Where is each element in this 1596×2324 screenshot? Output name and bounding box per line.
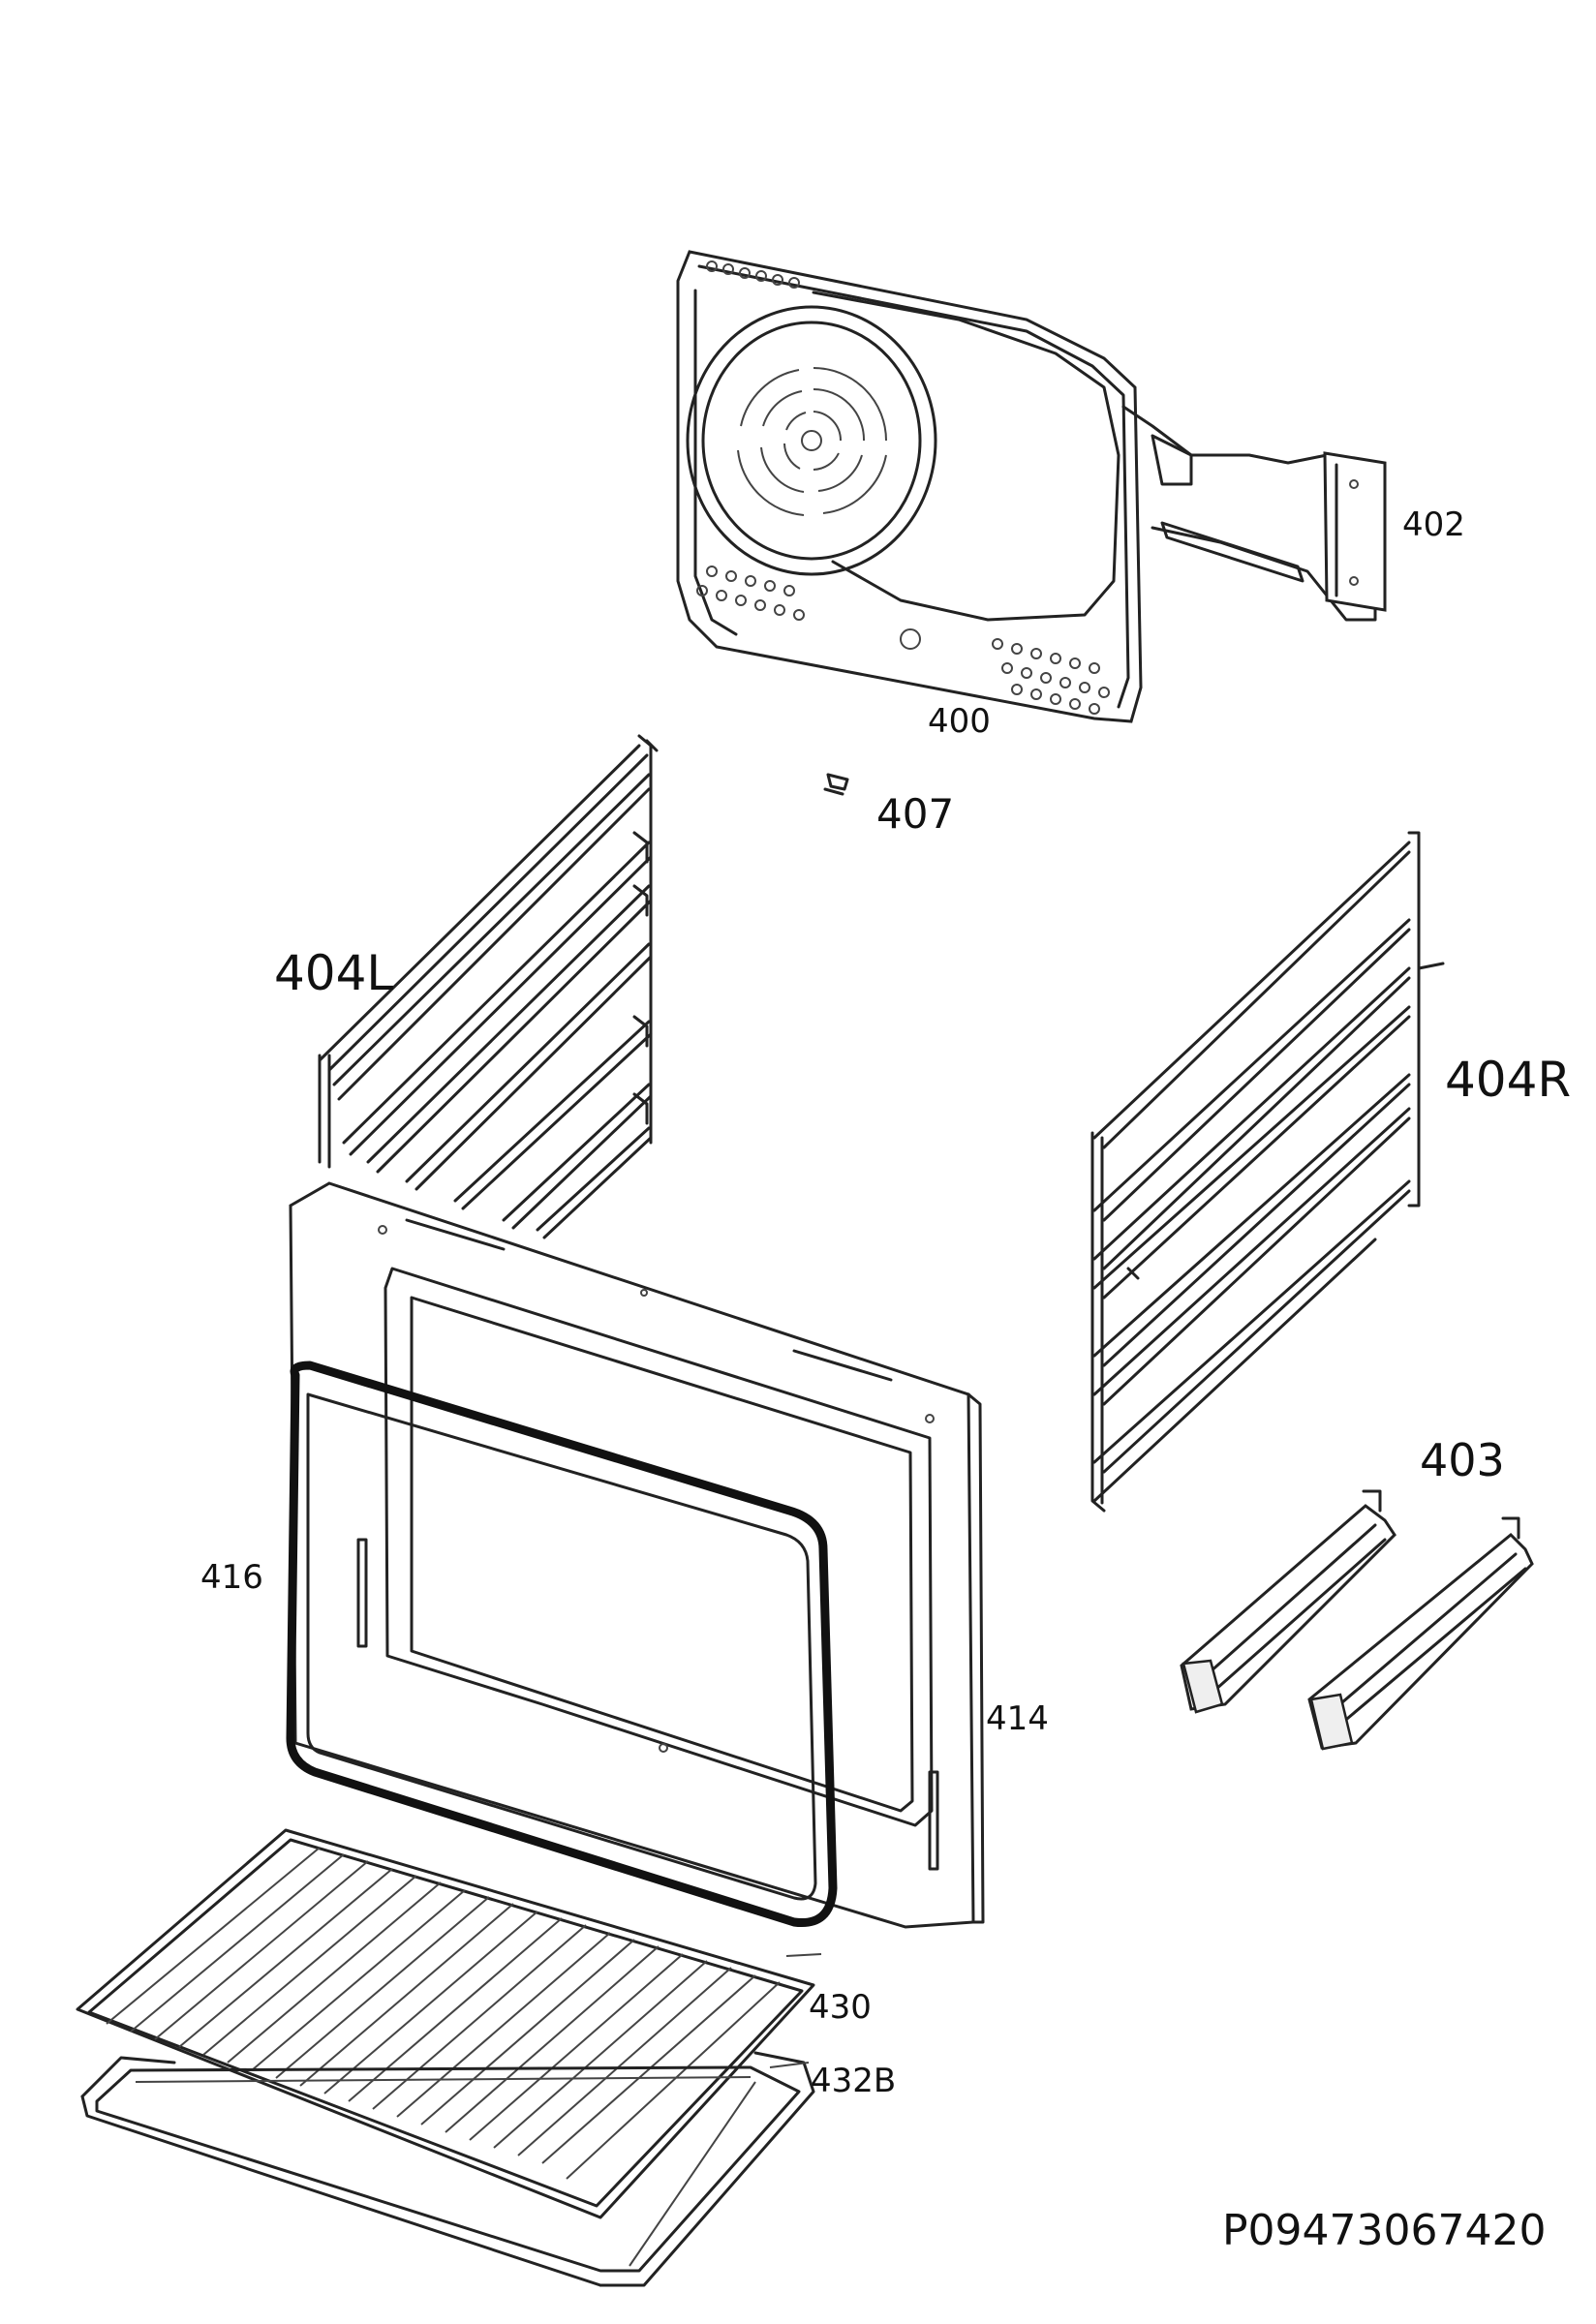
part-400-rear-panel [676, 250, 1377, 723]
label-403: 403 [1420, 1434, 1505, 1486]
label-404R: 404R [1445, 1052, 1572, 1108]
part-404R-right-runner [1090, 831, 1445, 1513]
label-414: 414 [986, 1699, 1049, 1738]
label-432B: 432B [811, 2062, 897, 2100]
part-404L-left-runner [318, 734, 659, 1239]
leader-lines [769, 1953, 822, 2068]
label-400: 400 [928, 702, 991, 741]
label-416: 416 [200, 1558, 263, 1597]
part-416-gasket [286, 1361, 838, 1928]
drawing-code: P09473067420 [1222, 2206, 1547, 2255]
part-432B-baking-tray [80, 2051, 815, 2287]
part-403-telescopic-runners [1180, 1489, 1534, 1751]
label-407: 407 [876, 790, 955, 838]
part-430-wire-shelf [76, 1828, 815, 2219]
label-402: 402 [1402, 505, 1465, 544]
label-430: 430 [809, 1988, 872, 2027]
part-407-clip [823, 773, 849, 796]
part-402-bracket [1160, 451, 1387, 612]
part-414-front-frame [289, 1181, 985, 1929]
label-404L: 404L [274, 945, 394, 1001]
